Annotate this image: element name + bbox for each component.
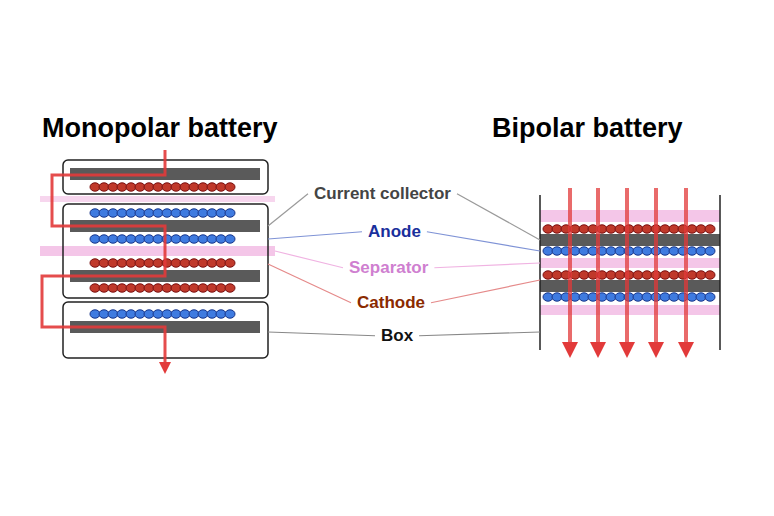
current-arrow: [568, 188, 572, 350]
electrode-row: [90, 259, 235, 267]
separator-band: [540, 258, 720, 268]
separator-band: [40, 246, 275, 256]
current-arrow: [684, 188, 688, 350]
active-particle: [705, 225, 715, 233]
box-wall: [719, 195, 721, 350]
part-label: Separator: [349, 258, 428, 278]
leader-line: [268, 332, 375, 336]
active-particle: [705, 293, 715, 301]
box-wall: [539, 195, 541, 350]
separator-band: [40, 196, 275, 202]
leader-line: [275, 251, 343, 268]
current-flow: [42, 150, 686, 368]
current-arrow: [654, 188, 658, 350]
separator-band: [540, 210, 720, 222]
active-particle: [225, 183, 235, 191]
current-path: [42, 150, 165, 368]
active-particle: [705, 247, 715, 255]
leader-line: [419, 332, 540, 336]
leader-line: [434, 263, 540, 268]
part-label: Box: [381, 326, 413, 346]
electrode-layers: [90, 183, 715, 318]
leader-lines: [268, 194, 540, 336]
part-label: Current collector: [314, 184, 451, 204]
electrode-row: [90, 235, 235, 243]
part-label: Cathode: [357, 293, 425, 313]
leader-line: [268, 232, 362, 239]
current-collector: [540, 234, 720, 246]
diagram-heading: Bipolar battery: [492, 113, 683, 144]
active-particle: [225, 310, 235, 318]
leader-line: [268, 264, 351, 303]
electrode-row: [90, 284, 235, 292]
diagram-heading: Monopolar battery: [42, 113, 278, 144]
active-particle: [225, 284, 235, 292]
current-arrow: [596, 188, 600, 350]
electrode-row: [90, 310, 235, 318]
leader-line: [431, 280, 540, 303]
part-label: Anode: [368, 222, 421, 242]
active-particle: [225, 209, 235, 217]
current-arrow: [625, 188, 629, 350]
active-particle: [225, 235, 235, 243]
electrode-row: [90, 209, 235, 217]
active-particle: [705, 271, 715, 279]
electrode-row: [90, 183, 235, 191]
leader-line: [268, 194, 308, 226]
leader-line: [457, 194, 540, 240]
separator-band: [540, 305, 720, 315]
active-particle: [225, 259, 235, 267]
current-collector: [540, 280, 720, 292]
leader-line: [427, 232, 540, 251]
